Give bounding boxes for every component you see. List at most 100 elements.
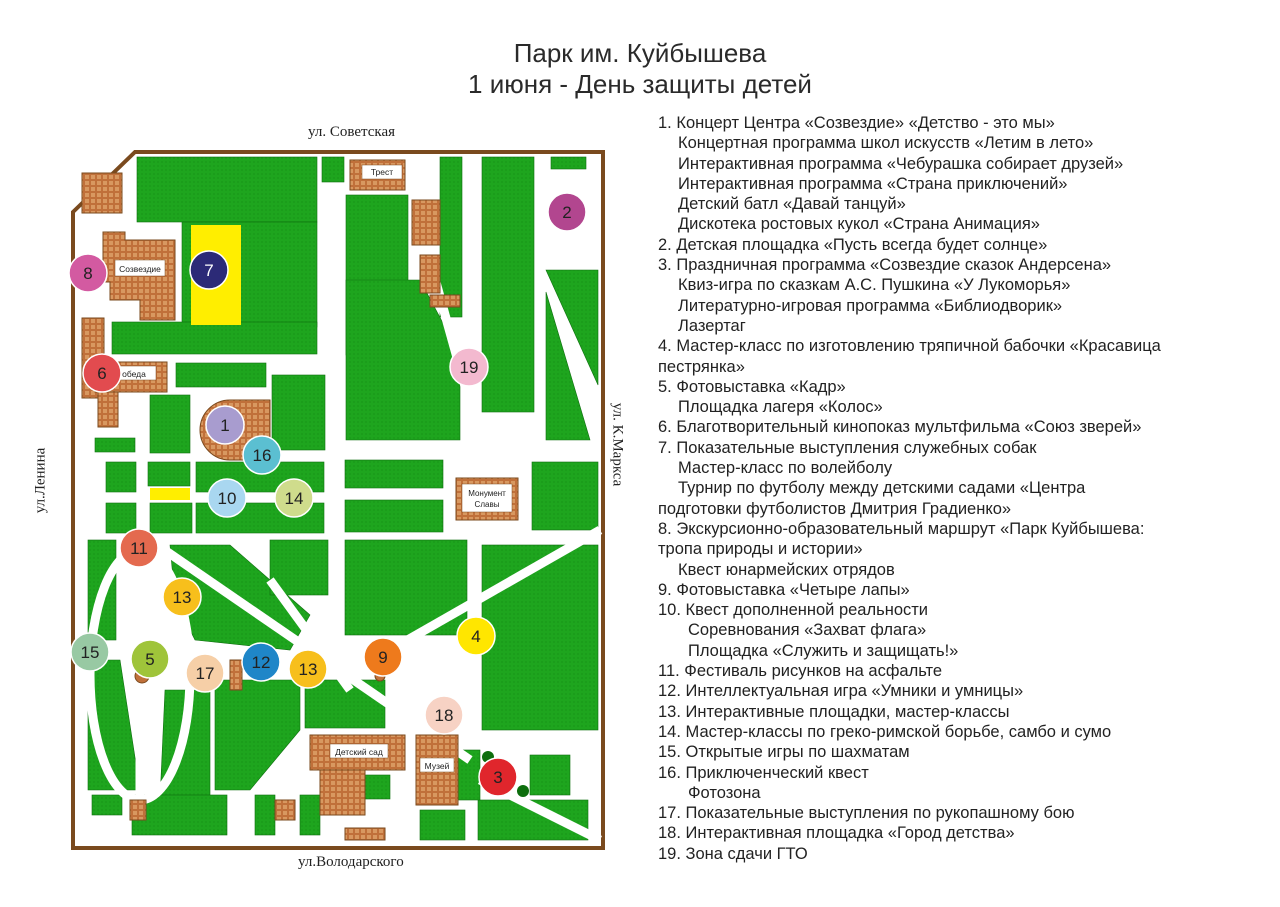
volleyball-area xyxy=(150,488,190,500)
legend-item: 8. Экскурсионно-образовательный маршрут … xyxy=(658,519,1145,538)
legend-item: Литературно-игровая программа «Библиодво… xyxy=(678,296,1063,315)
legend-item: 3. Праздничная программа «Созвездие сказ… xyxy=(658,256,1112,275)
marker-label: 4 xyxy=(471,627,480,646)
label-trest: Трест xyxy=(371,167,393,177)
marker-label: 18 xyxy=(435,706,454,725)
label-sozvezdie: Созвездие xyxy=(119,264,161,274)
event-marker-15[interactable]: 15 xyxy=(70,632,110,672)
legend-item: 15. Открытые игры по шахматам xyxy=(658,743,910,762)
legend-item: 9. Фотовыставка «Четыре лапы» xyxy=(658,580,910,599)
legend-item: 18. Интерактивная площадка «Город детств… xyxy=(658,824,1015,843)
marker-label: 6 xyxy=(97,364,106,383)
legend-item: Площадка «Служить и защищать!» xyxy=(688,641,959,660)
marker-circle xyxy=(456,616,496,656)
legend-item: Фотозона xyxy=(688,783,761,802)
label-monument-2: Славы xyxy=(475,500,500,509)
marker-label: 13 xyxy=(173,588,192,607)
marker-circle xyxy=(547,192,587,232)
event-marker-8[interactable]: 8 xyxy=(68,253,108,293)
marker-circle xyxy=(119,528,159,568)
marker-circle xyxy=(162,577,202,617)
event-marker-18[interactable]: 18 xyxy=(424,695,464,735)
legend-item: Интерактивная программа «Страна приключе… xyxy=(678,174,1068,193)
marker-label: 9 xyxy=(378,648,387,667)
legend-item: подготовки футболистов Дмитрия Градиенко… xyxy=(658,499,1012,518)
legend-item: 6. Благотворительный кинопоказ мультфиль… xyxy=(658,418,1142,437)
legend-item: пестрянка» xyxy=(658,357,745,376)
marker-circle xyxy=(288,649,328,689)
marker-circle xyxy=(82,353,122,393)
events-legend: 1. Концерт Центра «Созвездие» «Детство -… xyxy=(658,113,1258,864)
event-marker-10[interactable]: 10 xyxy=(207,478,247,518)
street-top: ул. Советская xyxy=(308,124,395,140)
event-marker-6[interactable]: 6 xyxy=(82,353,122,393)
legend-item: Концертная программа школ искусств «Лети… xyxy=(678,134,1094,153)
marker-circle xyxy=(241,642,281,682)
legend-item: Турнир по футболу между детскими садами … xyxy=(678,479,1086,498)
marker-label: 12 xyxy=(252,653,271,672)
legend-item: Лазертаг xyxy=(678,316,746,335)
event-marker-13[interactable]: 13 xyxy=(288,649,328,689)
event-marker-3[interactable]: 3 xyxy=(478,757,518,797)
legend-item: 5. Фотовыставка «Кадр» xyxy=(658,377,846,396)
legend-item: Дискотека ростовых кукол «Страна Анимаци… xyxy=(678,215,1040,234)
legend-item: Детский батл «Давай танцуй» xyxy=(678,195,906,214)
event-marker-4[interactable]: 4 xyxy=(456,616,496,656)
marker-label: 16 xyxy=(253,446,272,465)
marker-label: 3 xyxy=(493,768,502,787)
legend-item: 1. Концерт Центра «Созвездие» «Детство -… xyxy=(658,114,1055,132)
legend-item: 7. Показательные выступления служебных с… xyxy=(658,438,1037,457)
legend-item: тропа природы и истории» xyxy=(658,540,863,559)
marker-circle xyxy=(449,347,489,387)
marker-circle xyxy=(242,435,282,475)
label-museum: Музей xyxy=(425,761,450,771)
event-name: 1 июня - День защиты детей xyxy=(468,69,812,99)
marker-circle xyxy=(363,637,403,677)
marker-circle xyxy=(207,478,247,518)
marker-label: 13 xyxy=(299,660,318,679)
legend-item: 10. Квест дополненной реальности xyxy=(658,601,929,620)
marker-label: 7 xyxy=(204,261,213,280)
map-title: Парк им. Куйбышева 1 июня - День защиты … xyxy=(0,38,1280,100)
marker-circle xyxy=(424,695,464,735)
event-marker-2[interactable]: 2 xyxy=(547,192,587,232)
event-marker-14[interactable]: 14 xyxy=(274,478,314,518)
legend-item: 11. Фестиваль рисунков на асфальте xyxy=(658,662,943,681)
event-marker-17[interactable]: 17 xyxy=(185,653,225,693)
legend-item: 17. Показательные выступления по рукопаш… xyxy=(658,804,1075,823)
event-marker-12[interactable]: 12 xyxy=(241,642,281,682)
legend-item: 19. Зона сдачи ГТО xyxy=(658,844,808,863)
event-marker-1[interactable]: 1 xyxy=(205,405,245,445)
event-marker-9[interactable]: 9 xyxy=(363,637,403,677)
legend-item: Мастер-класс по волейболу xyxy=(678,459,893,478)
street-bottom: ул.Володарского xyxy=(298,854,404,870)
event-marker-11[interactable]: 11 xyxy=(119,528,159,568)
marker-label: 17 xyxy=(196,664,215,683)
legend-item: Квиз-игра по сказкам А.С. Пушкина «У Лук… xyxy=(678,276,1071,295)
event-marker-5[interactable]: 5 xyxy=(130,639,170,679)
marker-label: 2 xyxy=(562,203,571,222)
label-pobeda: обеда xyxy=(122,369,146,379)
legend-item: Интерактивная программа «Чебурашка собир… xyxy=(678,154,1124,173)
event-marker-19[interactable]: 19 xyxy=(449,347,489,387)
event-marker-7[interactable]: 7 xyxy=(189,250,229,290)
marker-label: 5 xyxy=(145,650,154,669)
label-monument-1: Монумент xyxy=(468,489,506,498)
event-marker-16[interactable]: 16 xyxy=(242,435,282,475)
marker-label: 19 xyxy=(460,358,479,377)
marker-circle xyxy=(189,250,229,290)
legend-item: Квест юнармейских отрядов xyxy=(678,560,895,579)
legend-item: 14. Мастер-классы по греко-римской борьб… xyxy=(658,722,1112,741)
marker-label: 15 xyxy=(81,643,100,662)
legend-item: 16. Приключенческий квест xyxy=(658,763,869,782)
legend-item: 2. Детская площадка «Пусть всегда будет … xyxy=(658,235,1048,254)
legend-item: Соревнования «Захват флага» xyxy=(688,621,927,640)
marker-label: 8 xyxy=(83,264,92,283)
marker-circle xyxy=(70,632,110,672)
marker-circle xyxy=(185,653,225,693)
label-kindergarten: Детский сад xyxy=(335,747,383,757)
event-marker-13[interactable]: 13 xyxy=(162,577,202,617)
marker-circle xyxy=(130,639,170,679)
legend-item: Площадка лагеря «Колос» xyxy=(678,398,883,417)
